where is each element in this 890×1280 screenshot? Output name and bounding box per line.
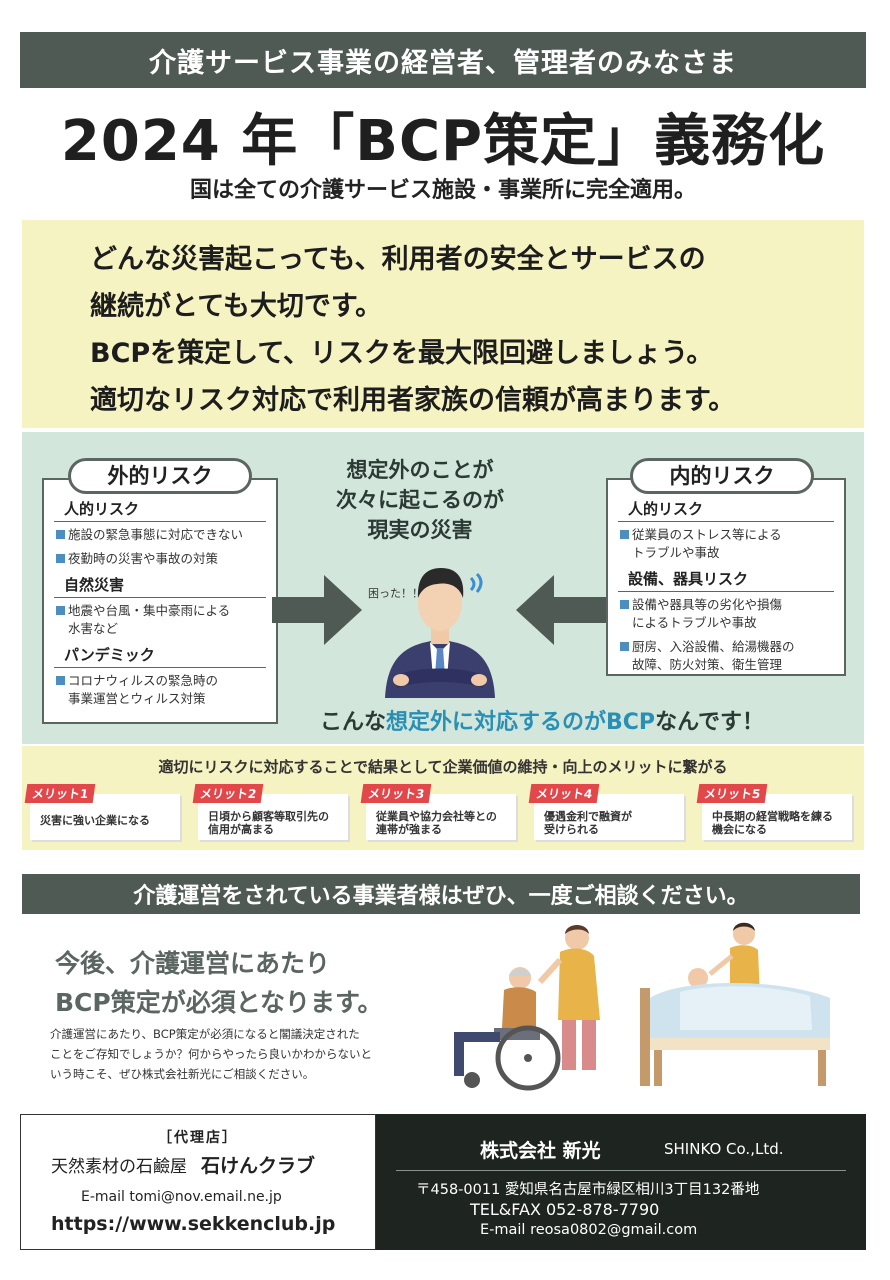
intro-line: BCPを策定して、リスクを最大限回避しましょう。	[90, 338, 714, 369]
consult-body-line: いう時こそ、ぜひ株式会社新光にご相談ください。	[50, 1067, 315, 1081]
company-name-en: SHINKO Co.,Ltd.	[664, 1140, 784, 1158]
internal-risk-tag: 内的リスク	[630, 458, 814, 494]
worried-businessman-illustration	[385, 568, 495, 698]
consult-body-line: ことをご存知でしょうか？何からやったら良いかわからないと	[50, 1047, 372, 1061]
consult-body-line: 介護運営にあたり、BCP策定が必須になると閣議決定された	[50, 1027, 360, 1041]
external-risk-box: 人的リスク 施設の緊急事態に対応できない 夜勤時の災害や事故の対策 自然災害 地…	[42, 478, 278, 724]
arrow-left-icon	[516, 575, 606, 645]
agent-email[interactable]: E-mail tomi@nov.email.ne.jp	[81, 1189, 282, 1205]
risk-item: 厨房、入浴設備、給湯機器の 故障、防火対策、衛生管理	[608, 638, 844, 674]
intro-line: どんな災害起こっても、利用者の安全とサービスの	[90, 244, 706, 275]
bullet-square-icon	[620, 600, 629, 609]
merit-label: メリット3	[360, 784, 432, 803]
merit-text: 災害に強い企業になる	[40, 814, 150, 827]
sub-title: 国は全ての介護サービス施設・事業所に完全適用。	[189, 178, 696, 203]
risk-item: 従業員のストレス等による トラブルや事故	[608, 526, 844, 562]
risk-item: 設備や器具等の劣化や損傷 によるトラブルや事故	[608, 596, 844, 632]
company-tel[interactable]: TEL&FAX 052-878-7790	[470, 1200, 660, 1219]
merit-heading: 適切にリスクに対応することで結果として企業価値の維持・向上のメリットに繋がる	[158, 758, 728, 776]
risk-category: パンデミック	[54, 644, 266, 668]
risk-item: 施設の緊急事態に対応できない	[44, 526, 276, 544]
merit-label: メリット2	[192, 784, 264, 803]
merit-text: 日頃から顧客等取引先の 信用が高まる	[208, 810, 329, 836]
intro-box: どんな災害起こっても、利用者の安全とサービスの 継続がとても大切です。 BCPを…	[22, 220, 864, 428]
merit-label: メリット1	[24, 784, 96, 803]
center-line: 次々に起こるのが	[336, 488, 504, 512]
merit-label: メリット5	[696, 784, 768, 803]
risk-item: 地震や台風・集中豪雨による 水害など	[44, 602, 276, 638]
company-divider	[396, 1170, 846, 1171]
risk-category: 設備、器具リスク	[618, 568, 834, 592]
merit-text: 優遇金利で融資が 受けられる	[544, 810, 632, 836]
bullet-square-icon	[56, 530, 65, 539]
merit-text: 中長期の経営戦略を練る 機会になる	[712, 810, 833, 836]
top-banner: 介護サービス事業の経営者、管理者のみなさま	[20, 32, 866, 88]
bullet-square-icon	[620, 642, 629, 651]
bullet-square-icon	[620, 530, 629, 539]
bullet-square-icon	[56, 554, 65, 563]
consult-heading-line: BCP策定が必須となります。	[55, 988, 383, 1017]
internal-risk-box: 人的リスク 従業員のストレス等による トラブルや事故 設備、器具リスク 設備や器…	[606, 478, 846, 676]
external-risk-tag: 外的リスク	[68, 458, 252, 494]
merit-label: メリット4	[528, 784, 600, 803]
merit-card: メリット1 災害に強い企業になる	[24, 784, 180, 840]
bullet-square-icon	[56, 606, 65, 615]
merit-card: メリット2 日頃から顧客等取引先の 信用が高まる	[192, 784, 348, 840]
bed-care-illustration	[640, 922, 830, 1086]
arrow-right-icon	[272, 575, 362, 645]
wheelchair-care-illustration	[454, 925, 600, 1091]
risk-category: 自然災害	[54, 574, 266, 598]
merit-text: 従業員や協力会社等との 連帯が強まる	[376, 810, 497, 836]
merit-card: メリット4 優遇金利で融資が 受けられる	[528, 784, 684, 840]
center-line: 想定外のことが	[346, 458, 494, 482]
agent-box: ［代理店］ 天然素材の石鹼屋石けんクラブ E-mail tomi@nov.ema…	[20, 1114, 376, 1250]
center-caption: 想定外のことが 次々に起こるのが 現実の災害	[300, 455, 540, 545]
exclaim-text: 困った！！	[368, 587, 423, 600]
consult-body: 介護運営にあたり、BCP策定が必須になると閣議決定された ことをご存知でしょうか…	[50, 1024, 410, 1084]
consult-banner: 介護運営をされている事業者様はぜひ、一度ご相談ください。	[22, 874, 860, 914]
company-name: 株式会社 新光	[480, 1140, 601, 1162]
agent-url-link[interactable]: https://www.sekkenclub.jp	[51, 1213, 336, 1235]
agent-shop: 天然素材の石鹼屋石けんクラブ	[51, 1155, 316, 1177]
intro-line: 適切なリスク対応で利用者家族の信頼が高まります。	[90, 385, 736, 416]
company-email[interactable]: E-mail reosa0802@gmail.com	[480, 1222, 698, 1238]
intro-line: 継続がとても大切です。	[90, 291, 383, 322]
merit-area: 適切にリスクに対応することで結果として企業価値の維持・向上のメリットに繋がる メ…	[22, 746, 864, 850]
consult-heading-line: 今後、介護運営にあたり	[55, 949, 331, 978]
bullet-square-icon	[56, 676, 65, 685]
merit-card: メリット3 従業員や協力会社等との 連帯が強まる	[360, 784, 516, 840]
center-line: 現実の災害	[367, 518, 473, 542]
main-title: 2024 年「BCP策定」義務化	[60, 109, 826, 174]
agent-label: ［代理店］	[158, 1130, 238, 1146]
risk-item: 夜勤時の災害や事故の対策	[44, 550, 276, 568]
merit-card: メリット5 中長期の経営戦略を練る 機会になる	[696, 784, 852, 840]
consult-heading: 今後、介護運営にあたり BCP策定が必須となります。	[55, 944, 382, 1022]
risk-category: 人的リスク	[54, 498, 266, 522]
company-address: 〒458-0011 愛知県名古屋市緑区相川3丁目132番地	[416, 1182, 760, 1198]
company-box: 株式会社 新光 SHINKO Co.,Ltd. 〒458-0011 愛知県名古屋…	[376, 1114, 866, 1250]
bcp-slogan: こんな想定外に対応するのがBCPなんです！	[320, 710, 764, 735]
risk-category: 人的リスク	[618, 498, 834, 522]
risk-item: コロナウィルスの緊急時の 事業運営とウィルス対策	[44, 672, 276, 708]
